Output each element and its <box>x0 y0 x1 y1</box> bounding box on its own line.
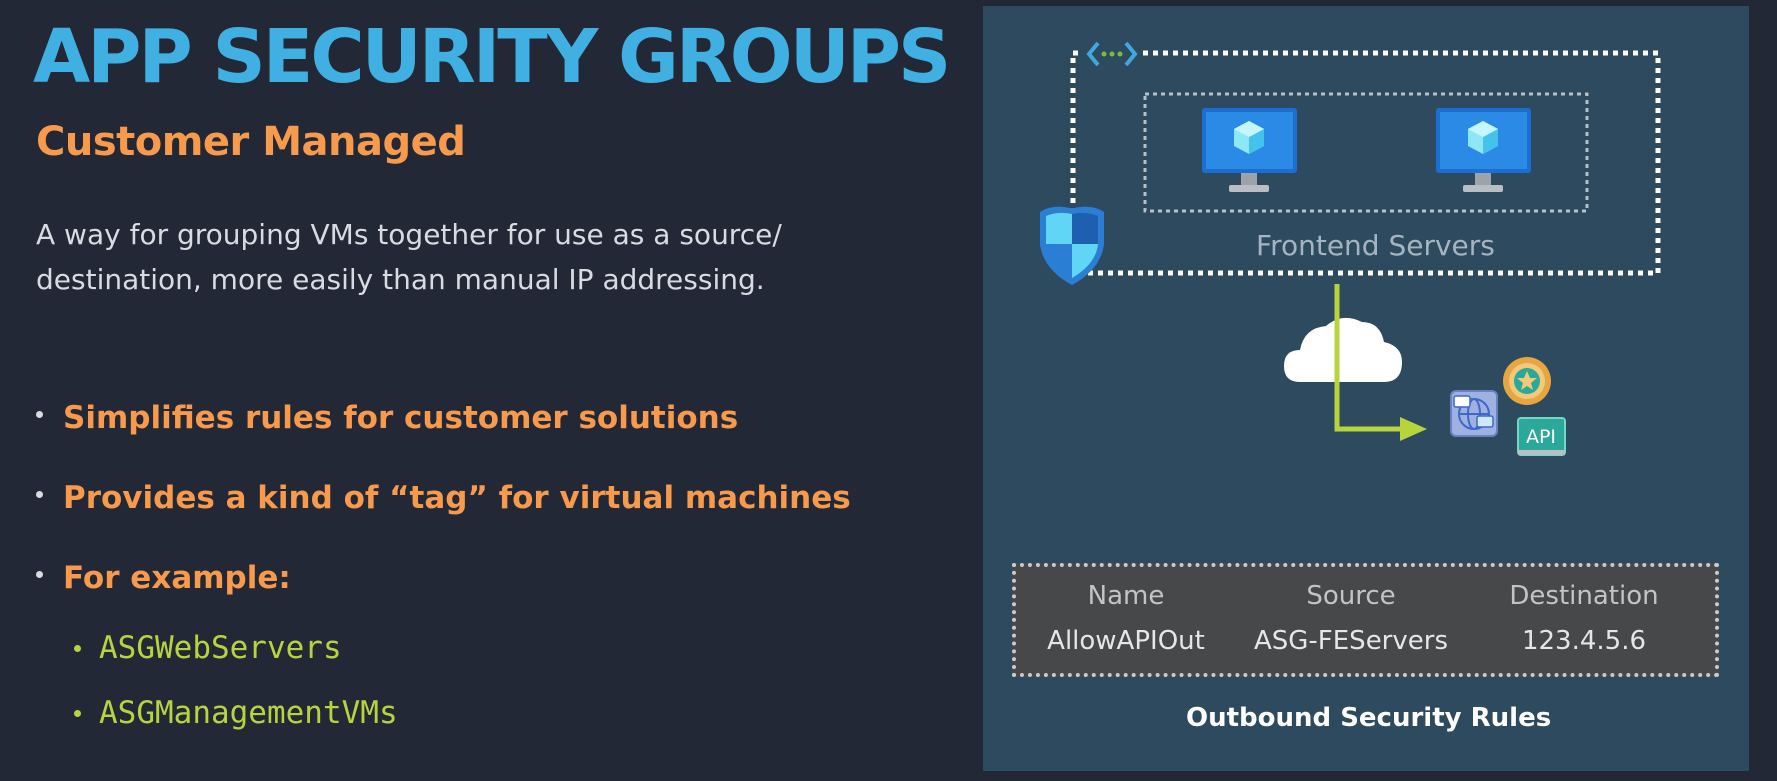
api-icon <box>1517 417 1566 456</box>
table-cell-name: AllowAPIOut <box>1047 626 1205 656</box>
table-caption: Outbound Security Rules <box>1186 703 1552 733</box>
badge-icon <box>1503 357 1551 405</box>
shield-icon <box>1040 206 1104 285</box>
table-cell-destination: 123.4.5.6 <box>1521 626 1647 656</box>
bullet-dot <box>36 571 43 578</box>
description-line-2: destination, more easily than manual IP … <box>36 263 765 296</box>
table-header-name: Name <box>1087 581 1165 611</box>
table-header-source: Source <box>1306 581 1396 611</box>
api-label: API <box>1526 426 1556 448</box>
vnet-icon <box>1082 40 1142 68</box>
bullet-dot <box>36 491 43 498</box>
bullet-text: Provides a kind of “tag” for virtual mac… <box>63 480 851 516</box>
bullet-dot <box>36 411 43 418</box>
vm-icon <box>1436 108 1531 192</box>
description-line-1: A way for grouping VMs together for use … <box>36 218 782 251</box>
sub-bullet-text: ASGManagementVMs <box>99 695 398 731</box>
security-rules-table: Name Source Destination AllowAPIOut ASG-… <box>1012 563 1719 677</box>
asg-boundary <box>1143 92 1589 213</box>
table-cell-source: ASG-FEServers <box>1253 626 1448 656</box>
vnet-boundary <box>1070 50 1661 276</box>
bullet-text: For example: <box>63 560 291 596</box>
arrow-icon <box>1334 284 1427 441</box>
globe-chat-icon <box>1450 390 1498 437</box>
page-subtitle: Customer Managed <box>36 119 466 165</box>
sub-bullet-dot <box>74 645 81 652</box>
description: A way for grouping VMs together for use … <box>36 212 836 302</box>
bullet-text: Simplifies rules for customer solutions <box>63 400 739 436</box>
cloud-icon <box>1284 317 1402 382</box>
page-title: APP SECURITY GROUPS <box>33 14 951 100</box>
vm-icon <box>1202 108 1297 192</box>
sub-bullet-text: ASGWebServers <box>99 630 342 666</box>
table-header-destination: Destination <box>1509 581 1659 611</box>
sub-bullet-dot <box>74 710 81 717</box>
frontend-servers-label: Frontend Servers <box>1256 229 1495 262</box>
